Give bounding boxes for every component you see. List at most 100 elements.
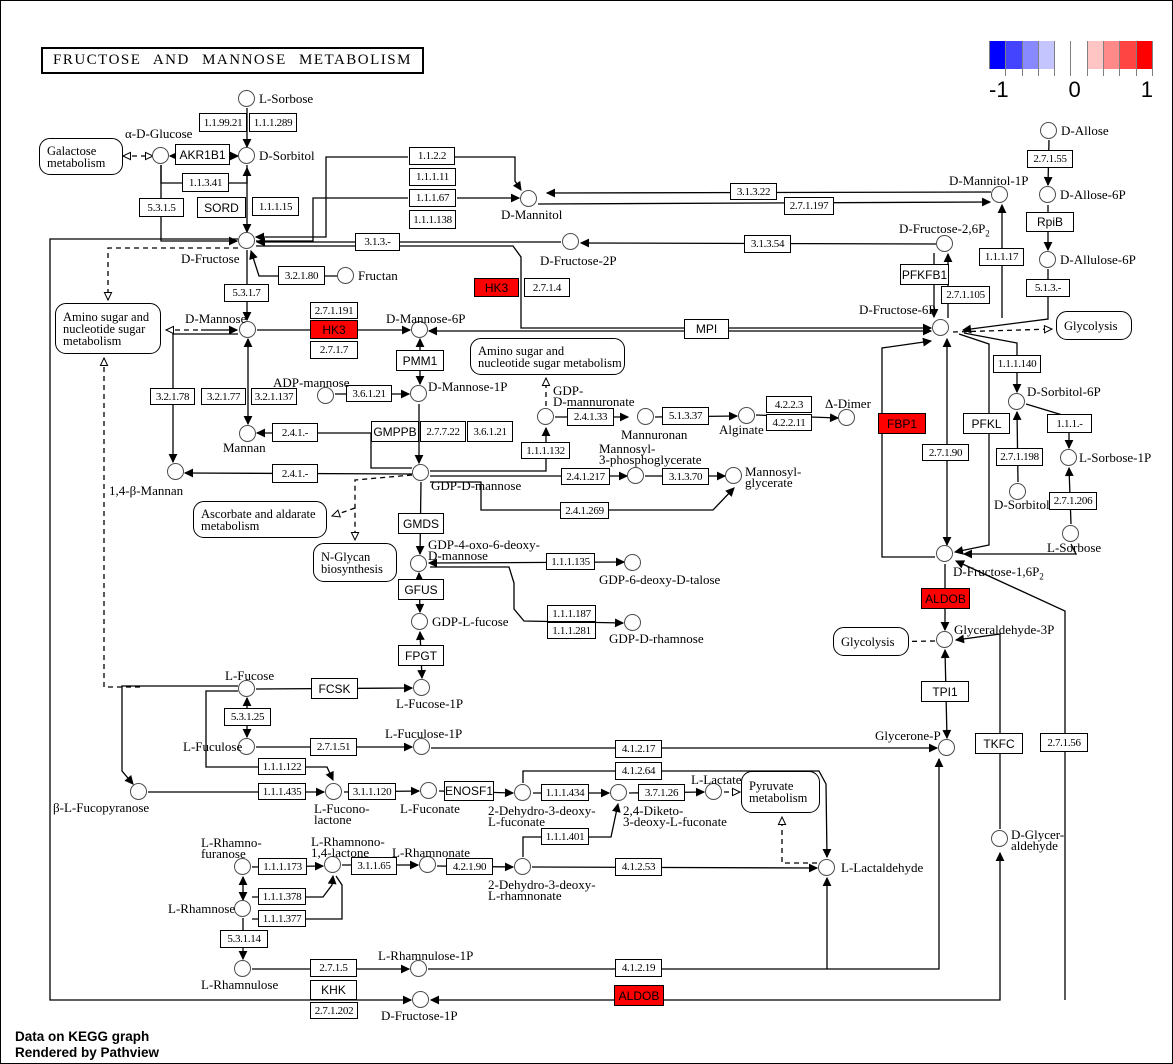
enzyme-box-2-4-1[interactable]: 2.4.1.- [272,423,318,442]
metabolite-l-rhamnonate[interactable] [419,856,436,873]
enzyme-box-3-7-1-26[interactable]: 3.7.1.26 [638,784,685,801]
enzyme-box-2-4-1-269[interactable]: 2.4.1.269 [560,502,609,519]
enzyme-box-3-2-1-77[interactable]: 3.2.1.77 [201,388,246,405]
metabolite-beta-l-fucopyranose[interactable] [130,783,147,800]
metabolite-gdp-4-oxo-6-deoxy-d-mannose[interactable] [410,555,427,572]
enzyme-box-3-1-3-70[interactable]: 3.1.3.70 [662,468,709,485]
enzyme-box-gfus[interactable]: GFUS [398,579,444,600]
enzyme-box-4-1-2-17[interactable]: 4.1.2.17 [615,740,662,758]
enzyme-box-gmds[interactable]: GMDS [398,513,444,534]
enzyme-box-2-7-1-4[interactable]: 2.7.1.4 [524,278,570,297]
enzyme-box-sord[interactable]: SORD [197,197,246,218]
enzyme-box-1-1-1-15[interactable]: 1.1.1.15 [252,197,299,216]
metabolite-d-allose-6p[interactable] [1039,186,1056,203]
enzyme-box-2-7-1-7[interactable]: 2.7.1.7 [310,341,358,359]
enzyme-box-1-1-1-289[interactable]: 1.1.1.289 [249,113,297,132]
metabolite-d-glyceraldehyde[interactable] [991,830,1008,847]
enzyme-box-3-1-3-22[interactable]: 3.1.3.22 [730,183,777,200]
enzyme-box-3-1-1-65[interactable]: 3.1.1.65 [351,857,397,875]
enzyme-box-4-1-2-53[interactable]: 4.1.2.53 [615,858,662,876]
metabolite-gdp-d-mannose[interactable] [412,464,429,481]
enzyme-box-gmppb[interactable]: GMPPB [371,421,419,442]
metabolite-delta-dimer[interactable] [838,409,855,426]
metabolite-glyceraldehyde-3p[interactable] [936,631,953,648]
enzyme-box-1-1-1-435[interactable]: 1.1.1.435 [258,783,306,800]
enzyme-box-3-2-1-80[interactable]: 3.2.1.80 [278,266,325,285]
metabolite-l-sorbose-1p[interactable] [1060,449,1077,466]
enzyme-box-3-1-1-120[interactable]: 3.1.1.120 [348,783,396,800]
metabolite-l-rhamnulose-1p[interactable] [410,960,427,977]
enzyme-box-5-3-1-14[interactable]: 5.3.1.14 [220,930,268,948]
metabolite-gdp-6-deoxy-d-talose[interactable] [624,554,641,571]
enzyme-box-1-1-1-378[interactable]: 1.1.1.378 [258,888,306,905]
enzyme-box-2-7-1-202[interactable]: 2.7.1.202 [310,1002,358,1019]
metabolite-d-fructose[interactable] [238,232,255,249]
enzyme-box-2-7-1-51[interactable]: 2.7.1.51 [310,738,357,756]
enzyme-box-1-1-99-21[interactable]: 1.1.99.21 [199,113,247,132]
enzyme-box-mpi[interactable]: MPI [684,319,729,339]
metabolite-l-fucono-lactone[interactable] [325,783,342,800]
metabolite-l-rhamno-furanose[interactable] [234,858,251,875]
metabolite-d-mannose-6p[interactable] [411,321,428,338]
metabolite-d-mannose[interactable] [239,321,256,338]
metabolite-2-4-diketo-3-deoxy-l-fuconate[interactable] [610,784,627,801]
metabolite-d-sorbitol[interactable] [238,147,255,164]
enzyme-box-fbp1[interactable]: FBP1 [878,413,926,434]
metabolite-d-fructose-6p[interactable] [932,319,949,336]
enzyme-box-1-1-1-187[interactable]: 1.1.1.187 [547,605,596,622]
metabolite-d-fructose-2p[interactable] [562,233,579,250]
enzyme-box-2-7-1-90[interactable]: 2.7.1.90 [922,444,969,461]
enzyme-box-fcsk[interactable]: FCSK [311,678,358,699]
enzyme-box-5-3-1-25[interactable]: 5.3.1.25 [224,708,271,726]
enzyme-box-4-2-2-11[interactable]: 4.2.2.11 [766,414,812,431]
metabolite-l-lactaldehyde[interactable] [818,859,835,876]
metabolite-gdp-d-mannuronate[interactable] [537,408,554,425]
enzyme-box-1-1-1-135[interactable]: 1.1.1.135 [546,553,595,570]
metabolite-l-sorbose[interactable] [238,90,255,107]
enzyme-box-4-1-2-64[interactable]: 4.1.2.64 [615,762,662,780]
metabolite-l-fuculose[interactable] [238,738,255,755]
enzyme-box-1-1-1-140[interactable]: 1.1.1.140 [993,355,1041,373]
enzyme-box-3-2-1-137[interactable]: 3.2.1.137 [251,388,297,405]
metabolite-d-fructose-1-6p2[interactable] [936,545,953,562]
metabolite-mannosyl-glycerate[interactable] [725,467,742,484]
enzyme-box-2-7-1-191[interactable]: 2.7.1.191 [310,302,358,319]
metabolite-l-fucose-1p[interactable] [413,679,430,696]
metabolite-alginate[interactable] [738,407,755,424]
enzyme-box-1-1-1-67[interactable]: 1.1.1.67 [409,189,456,207]
metabolite-l-lactate[interactable] [705,783,722,800]
enzyme-box-3-1-3[interactable]: 3.1.3.- [355,233,400,251]
enzyme-box-1-1-1-281[interactable]: 1.1.1.281 [547,622,596,639]
metabolite-mannuronan[interactable] [637,408,654,425]
metabolite-mannosyl-3-phosphoglycerate[interactable] [627,467,644,484]
pathway-link-glycolysis-right[interactable]: Glycolysis [1056,311,1132,340]
metabolite-l-fuculose-1p[interactable] [413,738,430,755]
metabolite-glycerone-p[interactable] [938,739,955,756]
enzyme-box-akr1b1[interactable]: AKR1B1 [175,144,230,165]
enzyme-box-3-2-1-78[interactable]: 3.2.1.78 [150,388,195,405]
metabolite-d-sorbitol-right[interactable] [1009,483,1026,500]
enzyme-box-tkfc[interactable]: TKFC [975,733,1023,754]
enzyme-box-2-4-1-217[interactable]: 2.4.1.217 [561,468,610,485]
enzyme-box-2-7-1-56[interactable]: 2.7.1.56 [1040,733,1088,752]
enzyme-box-1-1-1-434[interactable]: 1.1.1.434 [541,784,589,801]
enzyme-box-5-3-1-7[interactable]: 5.3.1.7 [224,284,269,302]
enzyme-box-pmm1[interactable]: PMM1 [396,350,444,371]
enzyme-box-khk[interactable]: KHK [310,980,357,1000]
metabolite-l-rhamnulose[interactable] [234,960,251,977]
enzyme-box-aldob[interactable]: ALDOB [614,985,664,1006]
enzyme-box-2-7-1-198[interactable]: 2.7.1.198 [996,448,1043,466]
enzyme-box-pfkfb1[interactable]: PFKFB1 [900,264,949,285]
metabolite-l-rhamnose[interactable] [234,900,251,917]
metabolite-l-fuconate[interactable] [420,782,437,799]
metabolite-d-allulose-6p[interactable] [1039,251,1056,268]
enzyme-box-2-7-1-55[interactable]: 2.7.1.55 [1027,150,1073,168]
enzyme-box-5-1-3-37[interactable]: 5.1.3.37 [662,407,709,425]
enzyme-box-rpib[interactable]: RpiB [1026,212,1074,232]
enzyme-box-2-7-7-22[interactable]: 2.7.7.22 [420,421,466,442]
enzyme-box-pfkl[interactable]: PFKL [963,413,1010,434]
